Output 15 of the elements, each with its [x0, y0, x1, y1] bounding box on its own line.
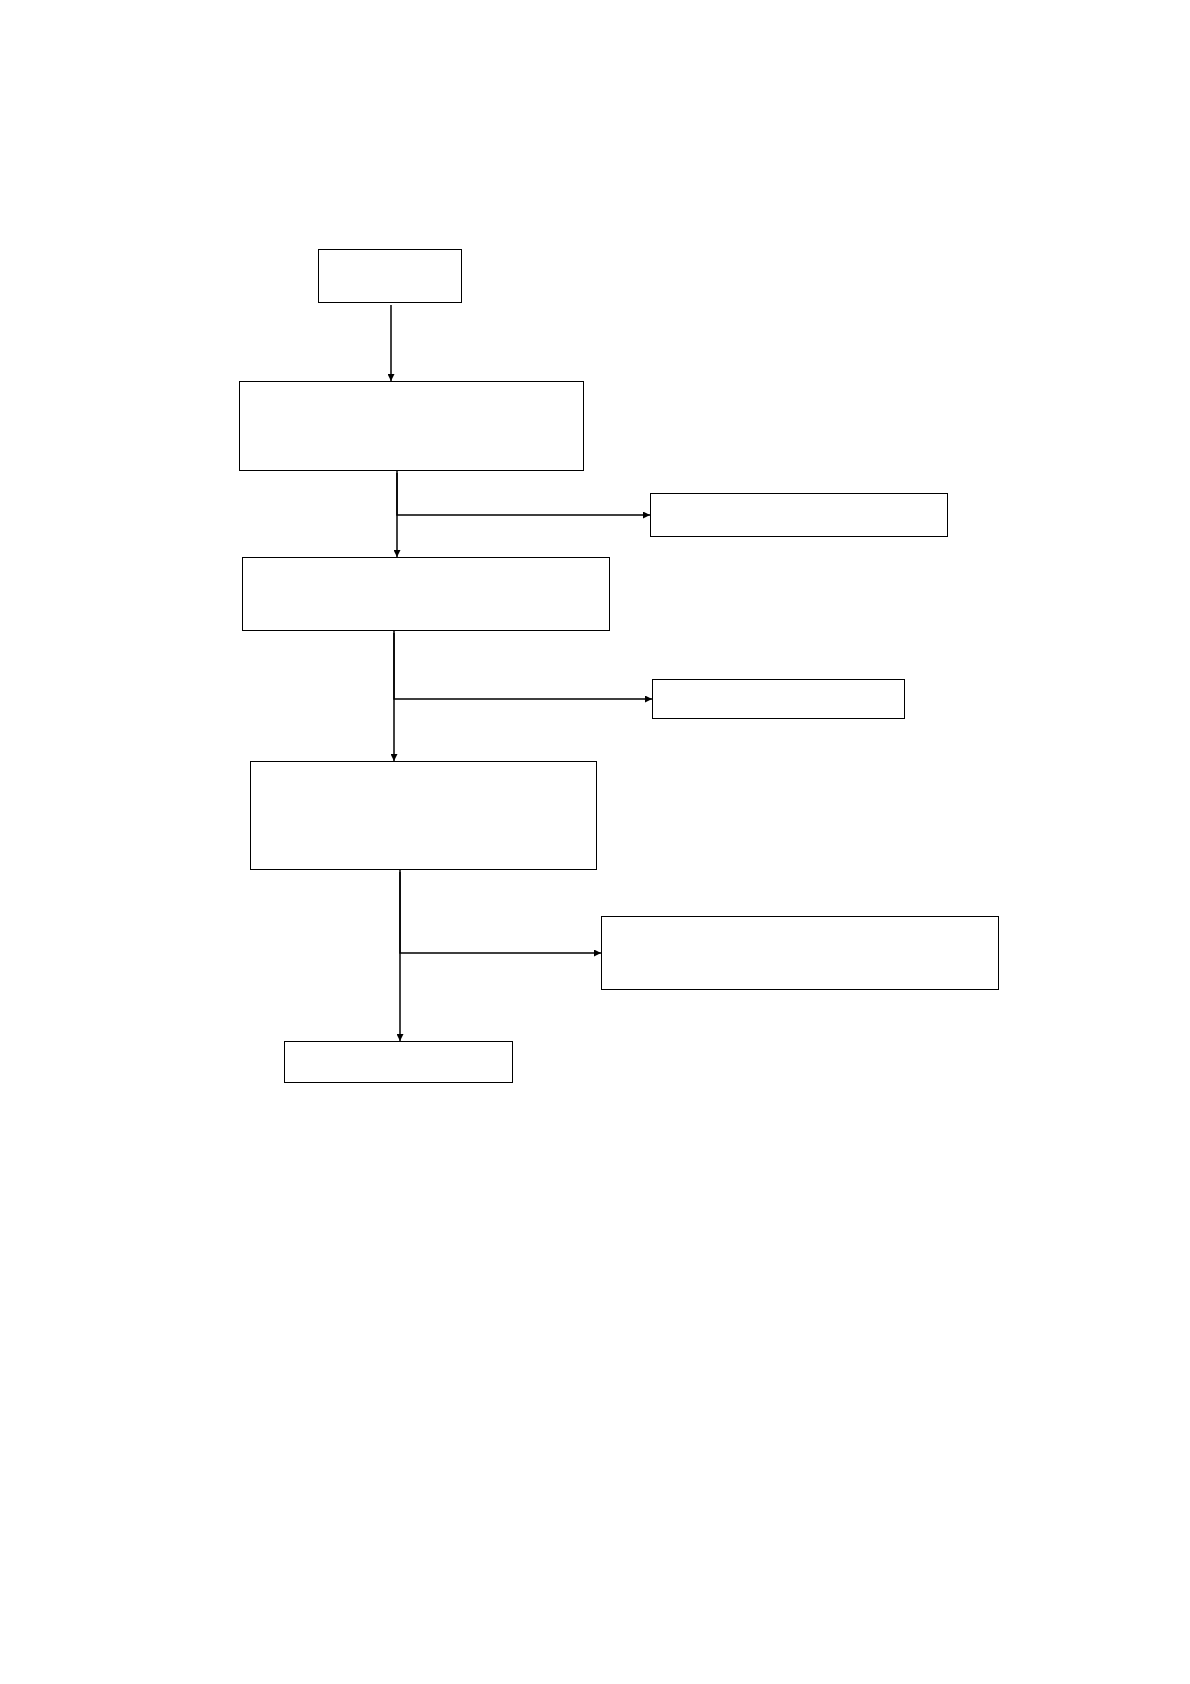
process-box — [239, 381, 584, 471]
arrow — [396, 871, 404, 1042]
arrow — [396, 470, 651, 519]
process-box — [650, 493, 948, 537]
process-box — [318, 249, 462, 303]
arrow — [390, 632, 398, 762]
arrow — [387, 304, 395, 382]
arrow — [399, 869, 602, 957]
process-box — [652, 679, 905, 719]
process-box — [250, 761, 597, 870]
process-box — [242, 557, 610, 631]
arrow — [393, 472, 401, 558]
process-box — [284, 1041, 513, 1083]
process-box — [601, 916, 999, 990]
arrow — [393, 630, 653, 703]
